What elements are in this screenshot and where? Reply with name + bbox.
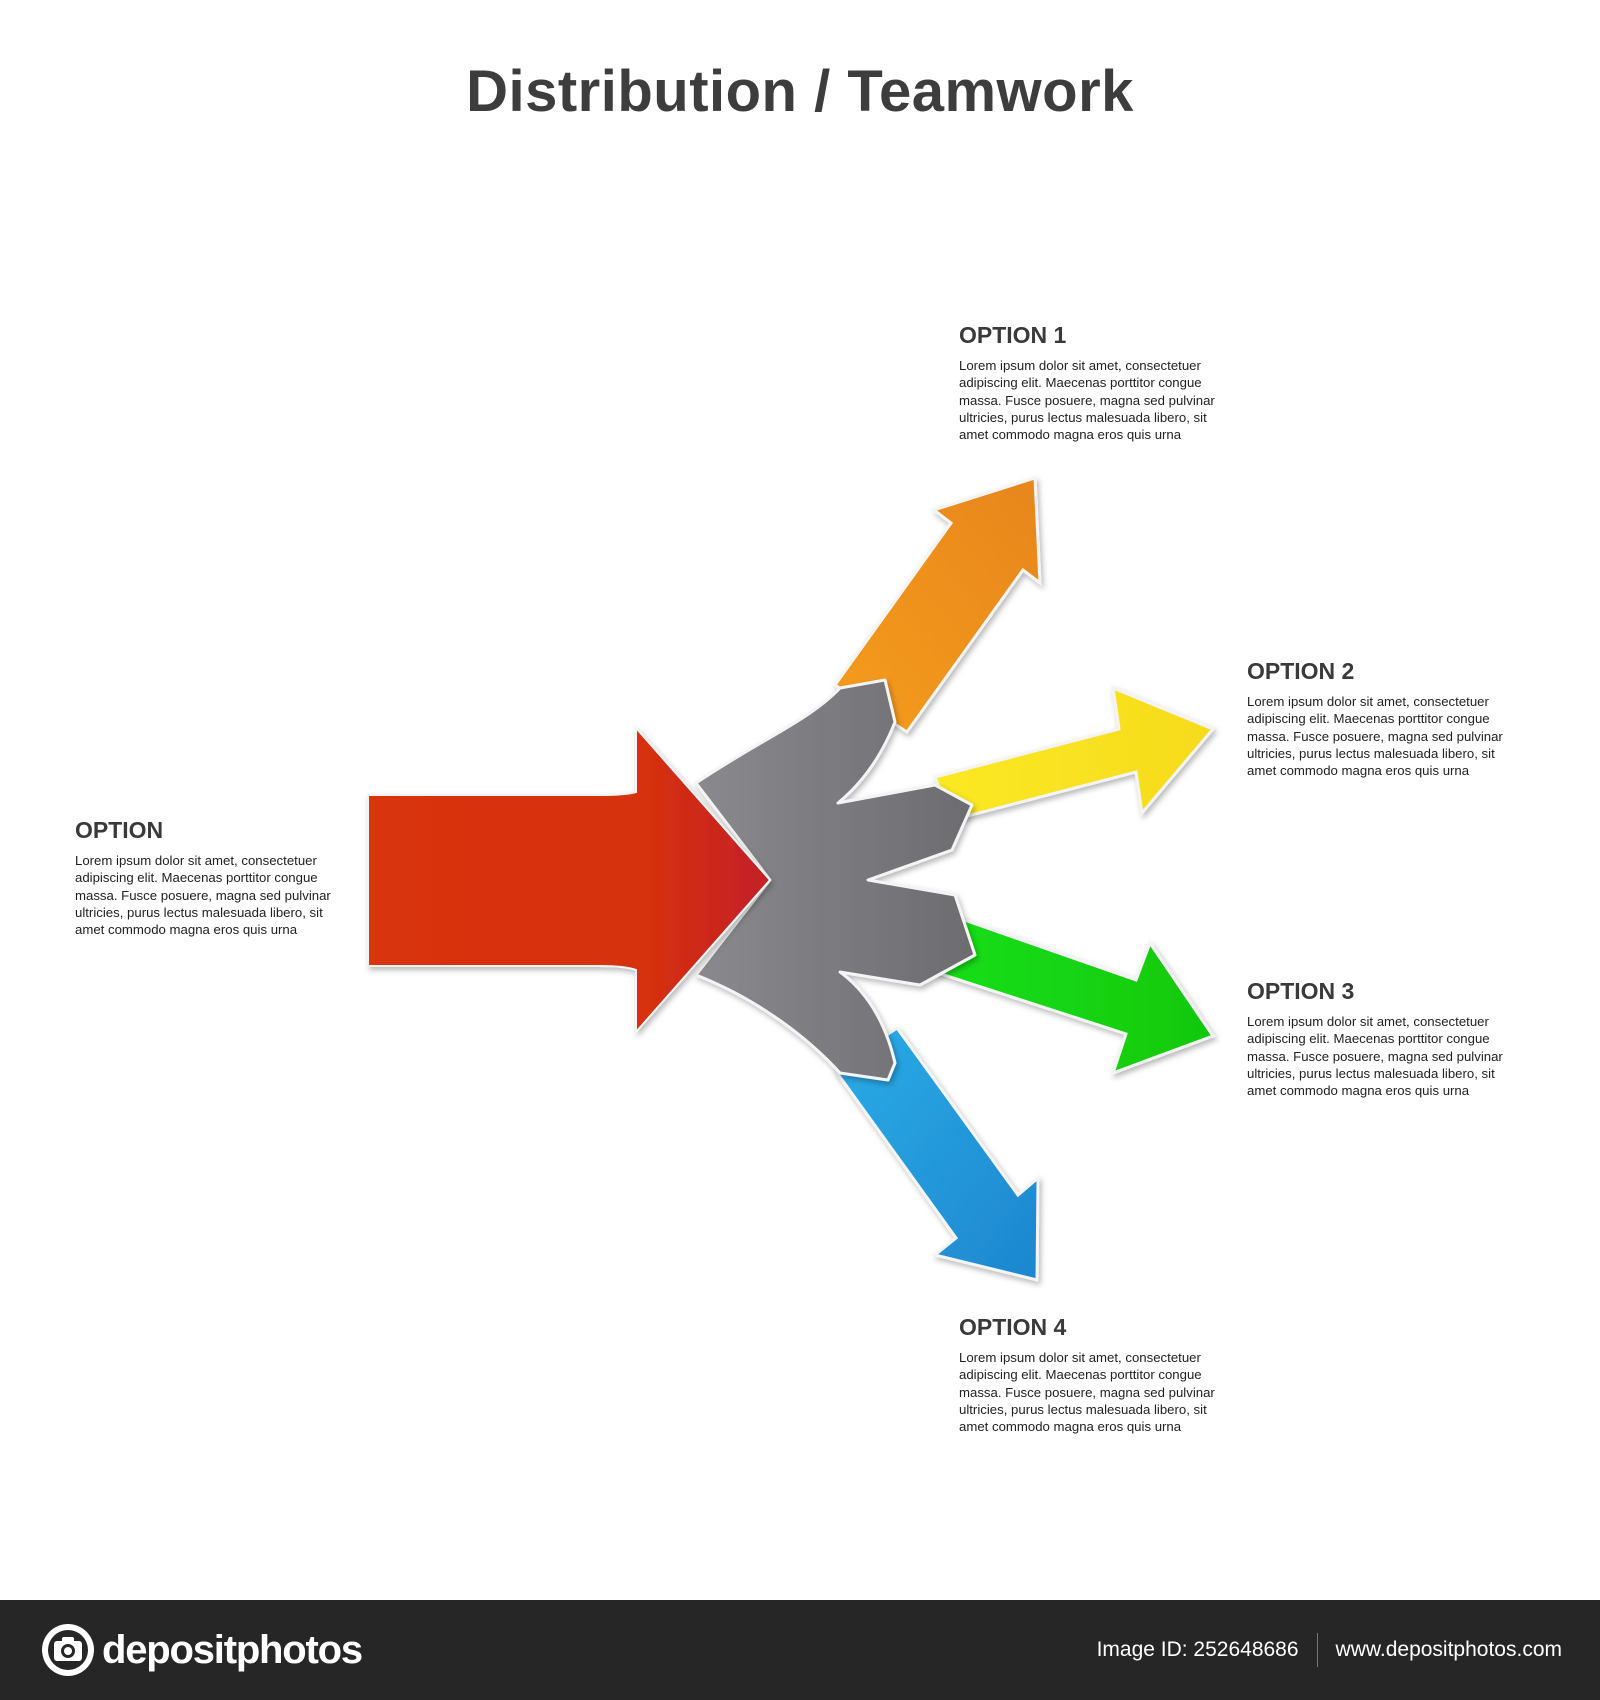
option-1-line: adipiscing elit. Maecenas porttitor cong… bbox=[959, 375, 1202, 391]
option-2-line: ultricies, purus lectus malesuada libero… bbox=[1247, 745, 1495, 761]
option-1-line: ultricies, purus lectus malesuada libero… bbox=[959, 409, 1207, 425]
option-1-title: OPTION 1 bbox=[959, 322, 1067, 348]
option-main-block: OPTION Lorem ipsum dolor sit amet, conse… bbox=[75, 817, 335, 938]
footer-bar: depositphotos Image ID: 252648686 www.de… bbox=[0, 1600, 1600, 1700]
distribution-hub bbox=[694, 678, 977, 1082]
option-1-body: Lorem ipsum dolor sit amet, consectetuer… bbox=[959, 357, 1219, 443]
logo-wordmark: depositphotos bbox=[102, 1627, 363, 1672]
option-4-arrow bbox=[832, 1025, 1040, 1282]
option-1-line: Lorem ipsum dolor sit amet, consectetuer bbox=[959, 358, 1201, 373]
footer-info: Image ID: 252648686 www.depositphotos.co… bbox=[1097, 1600, 1562, 1700]
distribution-diagram bbox=[367, 475, 1216, 1282]
option-2-line: massa. Fusce posuere, magna sed pulvinar bbox=[1247, 728, 1503, 744]
option-3-line: adipiscing elit. Maecenas porttitor cong… bbox=[1247, 1031, 1490, 1047]
option-1-line: amet commodo magna eros quis urna bbox=[959, 427, 1182, 443]
main-input-arrow bbox=[367, 725, 772, 1035]
option-4-line: massa. Fusce posuere, magna sed pulvinar bbox=[959, 1384, 1215, 1400]
option-1-block: OPTION 1 Lorem ipsum dolor sit amet, con… bbox=[959, 322, 1219, 443]
option-2-line: Lorem ipsum dolor sit amet, consectetuer bbox=[1247, 694, 1489, 709]
option-4-line: amet commodo magna eros quis urna bbox=[959, 1419, 1182, 1435]
diagram-title: Distribution / Teamwork bbox=[466, 59, 1134, 124]
site-url-link[interactable]: www.depositphotos.com bbox=[1335, 1638, 1562, 1661]
option-2-line: amet commodo magna eros quis urna bbox=[1247, 763, 1470, 779]
option-2-body: Lorem ipsum dolor sit amet, consectetuer… bbox=[1247, 693, 1507, 779]
option-main-body: Lorem ipsum dolor sit amet, consectetuer… bbox=[75, 852, 335, 938]
option-3-line: massa. Fusce posuere, magna sed pulvinar bbox=[1247, 1048, 1503, 1064]
option-main-line: amet commodo magna eros quis urna bbox=[75, 922, 298, 938]
option-3-line: ultricies, purus lectus malesuada libero… bbox=[1247, 1065, 1495, 1081]
footer-divider bbox=[1316, 1633, 1318, 1667]
option-main-title: OPTION bbox=[75, 817, 164, 843]
option-main-line: ultricies, purus lectus malesuada libero… bbox=[75, 904, 323, 920]
option-main-line: massa. Fusce posuere, magna sed pulvinar bbox=[75, 887, 331, 903]
option-4-line: Lorem ipsum dolor sit amet, consectetuer bbox=[959, 1350, 1201, 1365]
depositphotos-logo[interactable]: depositphotos bbox=[40, 1622, 363, 1678]
option-1-arrow bbox=[832, 475, 1042, 735]
camera-logo-icon bbox=[42, 1624, 94, 1676]
option-4-line: ultricies, purus lectus malesuada libero… bbox=[959, 1401, 1207, 1417]
option-main-line: adipiscing elit. Maecenas porttitor cong… bbox=[75, 870, 318, 886]
option-3-line: amet commodo magna eros quis urna bbox=[1247, 1083, 1470, 1099]
option-3-block: OPTION 3 Lorem ipsum dolor sit amet, con… bbox=[1247, 978, 1507, 1099]
option-3-title: OPTION 3 bbox=[1247, 978, 1355, 1004]
option-3-arrow bbox=[933, 913, 1216, 1076]
option-3-body: Lorem ipsum dolor sit amet, consectetuer… bbox=[1247, 1013, 1507, 1099]
option-1-line: massa. Fusce posuere, magna sed pulvinar bbox=[959, 392, 1215, 408]
option-3-line: Lorem ipsum dolor sit amet, consectetuer bbox=[1247, 1014, 1489, 1029]
option-4-line: adipiscing elit. Maecenas porttitor cong… bbox=[959, 1367, 1202, 1383]
option-2-arrow bbox=[932, 685, 1216, 822]
option-4-title: OPTION 4 bbox=[959, 1314, 1067, 1340]
option-2-title: OPTION 2 bbox=[1247, 658, 1355, 684]
option-main-line: Lorem ipsum dolor sit amet, consectetuer bbox=[75, 853, 317, 868]
option-2-line: adipiscing elit. Maecenas porttitor cong… bbox=[1247, 711, 1490, 727]
option-4-body: Lorem ipsum dolor sit amet, consectetuer… bbox=[959, 1349, 1219, 1435]
option-4-block: OPTION 4 Lorem ipsum dolor sit amet, con… bbox=[959, 1314, 1219, 1435]
image-id-text: Image ID: 252648686 bbox=[1096, 1638, 1299, 1661]
option-2-block: OPTION 2 Lorem ipsum dolor sit amet, con… bbox=[1247, 658, 1507, 779]
